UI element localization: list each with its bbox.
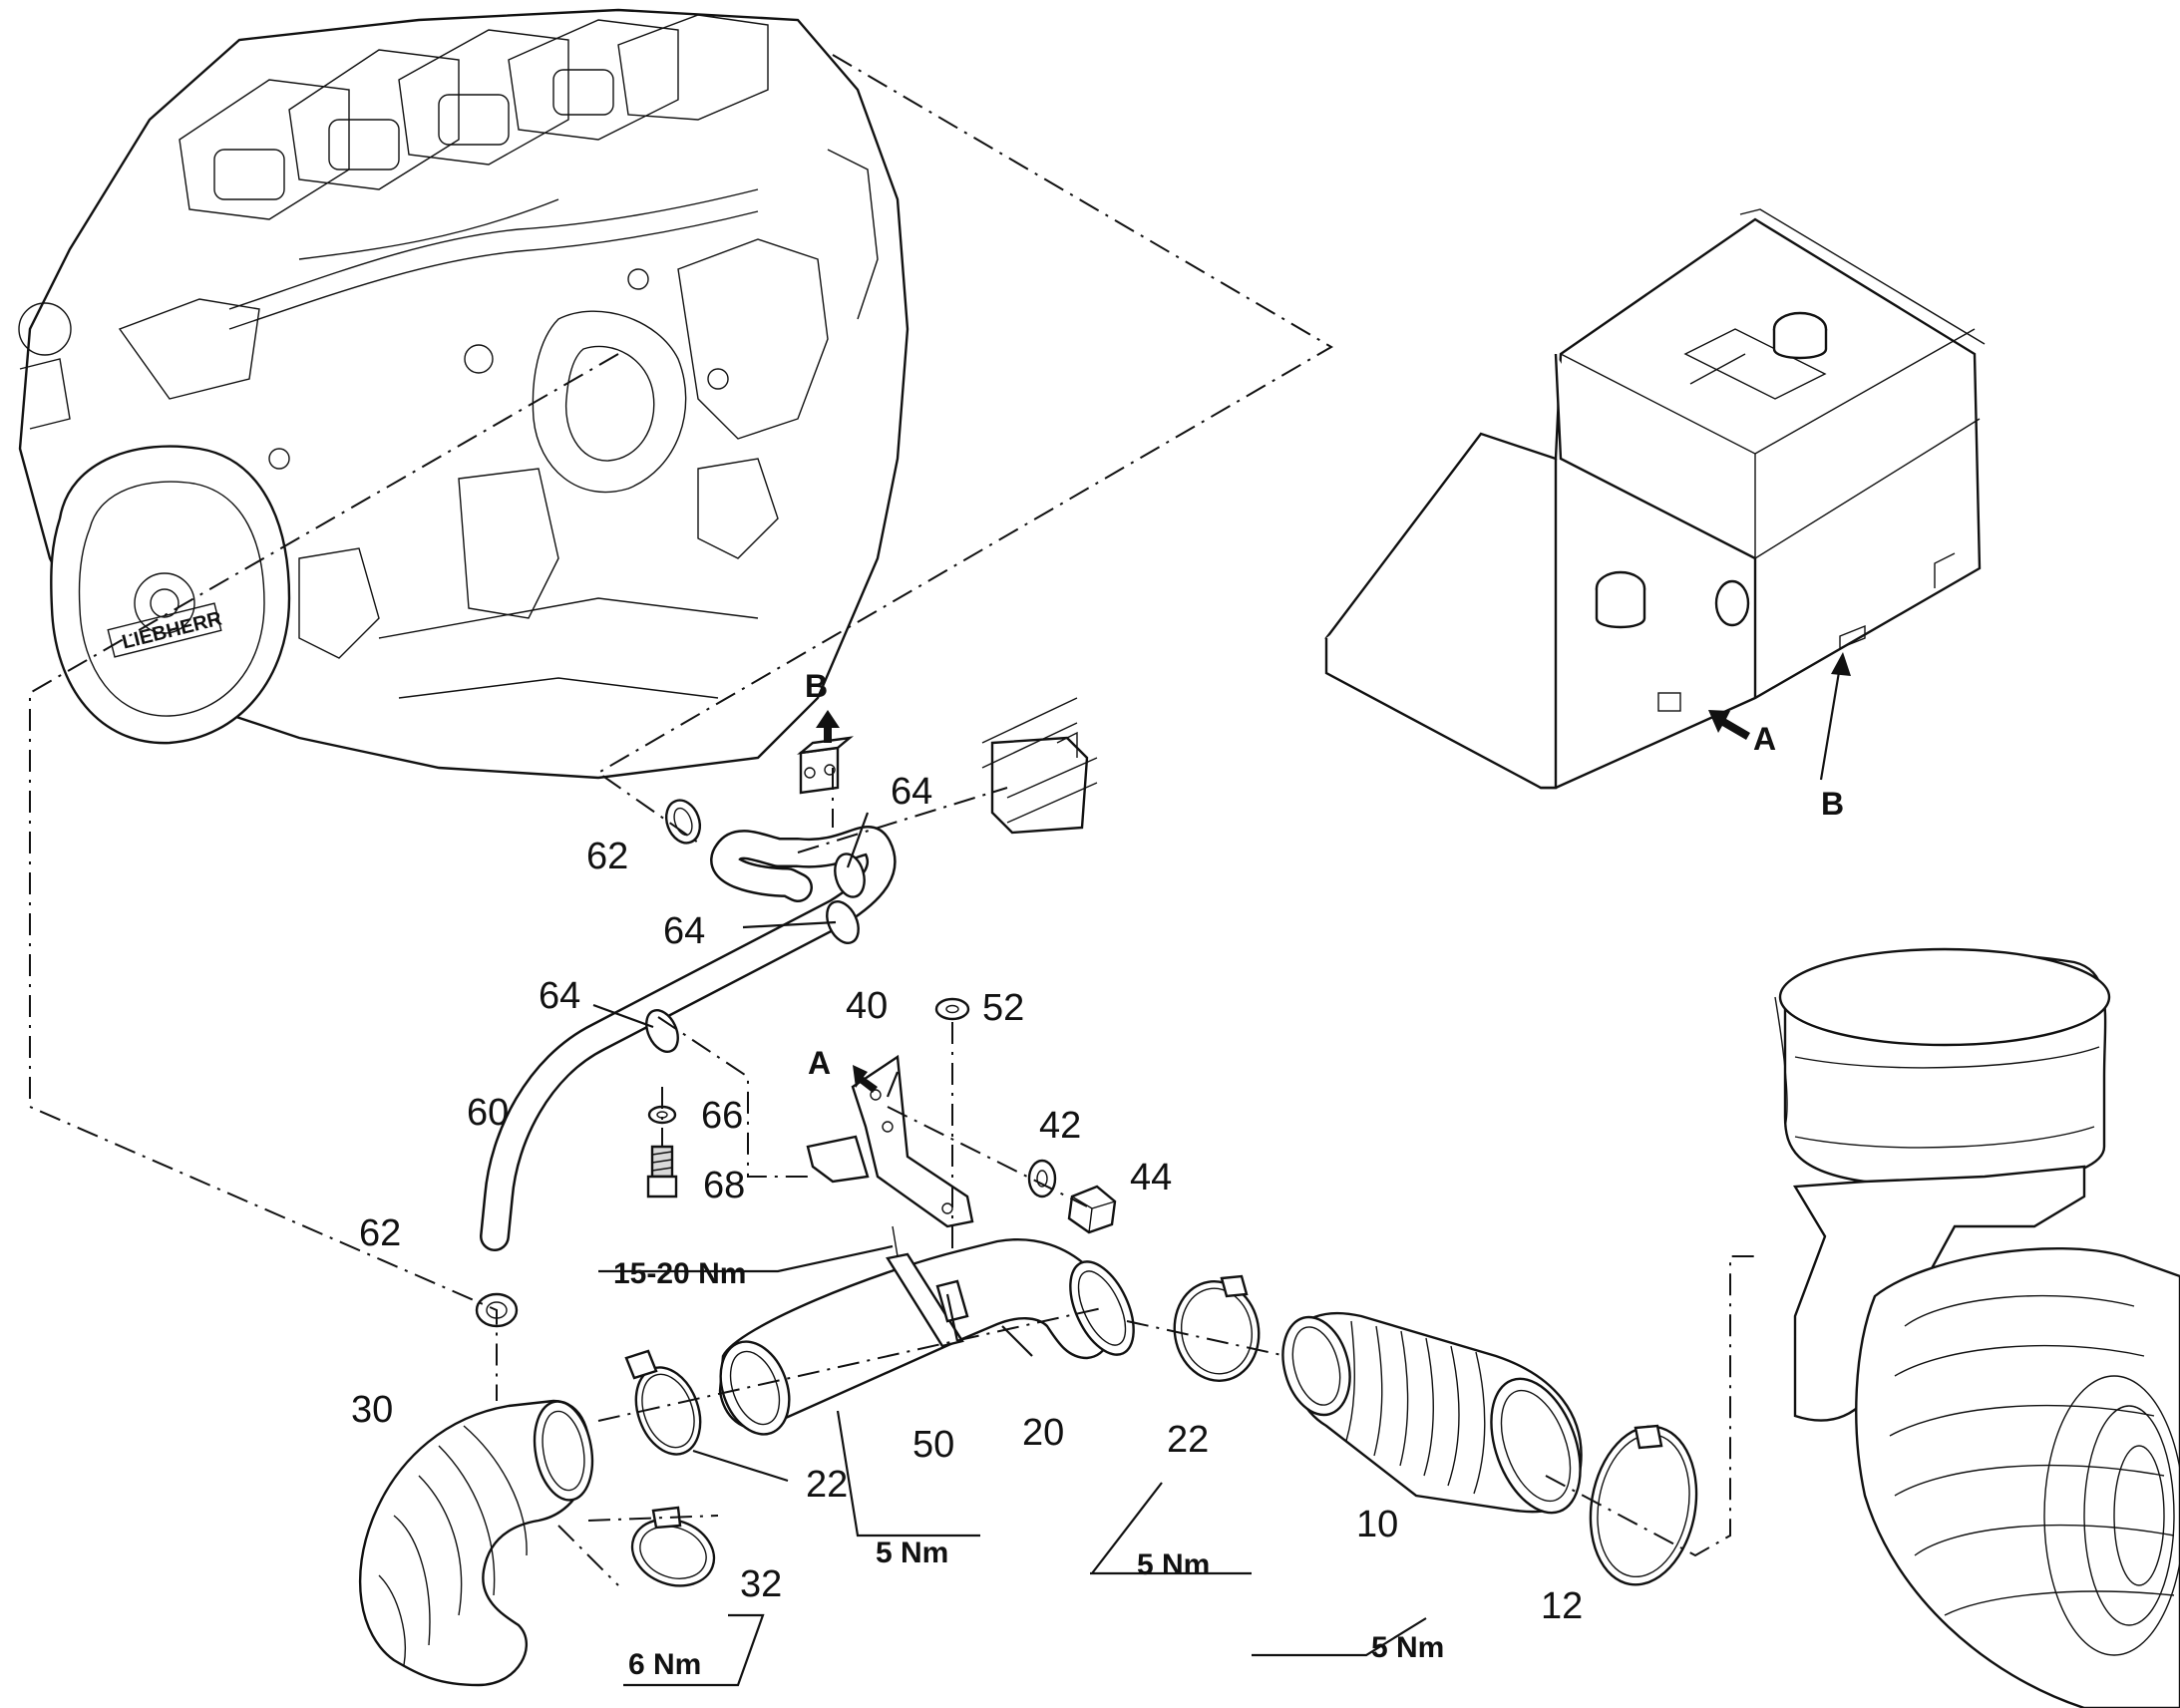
torque-label-clamp-12: 5 Nm — [1371, 1631, 1445, 1664]
view-label-b-clamp: B — [805, 668, 829, 704]
callout-20: 20 — [1022, 1412, 1065, 1454]
assembly-lines — [29, 54, 1755, 1586]
callout-32: 32 — [740, 1563, 783, 1605]
breather-hose-60 — [475, 799, 897, 1328]
callout-12: 12 — [1541, 1585, 1584, 1627]
washer-42 — [1027, 1159, 1057, 1198]
callout-68: 68 — [703, 1165, 746, 1206]
callout-60: 60 — [467, 1092, 510, 1134]
torque-label-clamp-22-right: 5 Nm — [1137, 1548, 1211, 1581]
torque-label-clamp-32: 6 Nm — [628, 1648, 702, 1681]
callout-40: 40 — [846, 985, 889, 1027]
bellows-hose-10 — [1281, 1311, 1583, 1515]
tank-assembly — [1324, 208, 1986, 790]
hose-clamp-32 — [630, 1506, 716, 1587]
callout-66: 66 — [701, 1095, 744, 1137]
torque-label-clamp-50: 15-20 Nm — [613, 1257, 747, 1290]
view-arrows — [816, 652, 1851, 1093]
view-label-b-tank: B — [1821, 786, 1845, 822]
callout-64-middle: 64 — [663, 910, 706, 952]
callout-62-bottom: 62 — [359, 1212, 402, 1254]
callout-62-top: 62 — [586, 836, 629, 877]
torque-label-clamp-22-left: 5 Nm — [876, 1537, 949, 1569]
callout-64-left: 64 — [539, 975, 581, 1017]
elbow-hose-30 — [358, 1399, 594, 1687]
callout-44: 44 — [1130, 1157, 1173, 1198]
pipe-bracket — [981, 697, 1098, 835]
hose-clamp-22-right — [1173, 1274, 1261, 1382]
callout-22-left: 22 — [806, 1464, 849, 1506]
view-label-a-tank: A — [1753, 721, 1777, 757]
hose-clamp-block — [797, 736, 854, 795]
callout-30: 30 — [351, 1389, 394, 1431]
callout-10: 10 — [1356, 1504, 1399, 1545]
leader-lines — [592, 812, 1427, 1687]
hose-clamp-12 — [1589, 1424, 1698, 1586]
callout-22-right: 22 — [1167, 1419, 1210, 1461]
callout-50: 50 — [912, 1424, 955, 1466]
callout-64-top: 64 — [891, 771, 933, 813]
washer-52 — [934, 997, 970, 1021]
callout-42: 42 — [1039, 1105, 1082, 1147]
bolt-44 — [1067, 1185, 1117, 1234]
bracket-40 — [806, 1054, 974, 1228]
hose-clamp-22-left — [624, 1349, 702, 1456]
air-filter-assembly — [1774, 947, 2180, 1708]
callout-52: 52 — [982, 987, 1025, 1029]
view-label-a-bracket: A — [808, 1045, 832, 1081]
engine-assembly: LIEBHERR — [18, 8, 909, 780]
intake-pipe-20 — [718, 1225, 1135, 1436]
